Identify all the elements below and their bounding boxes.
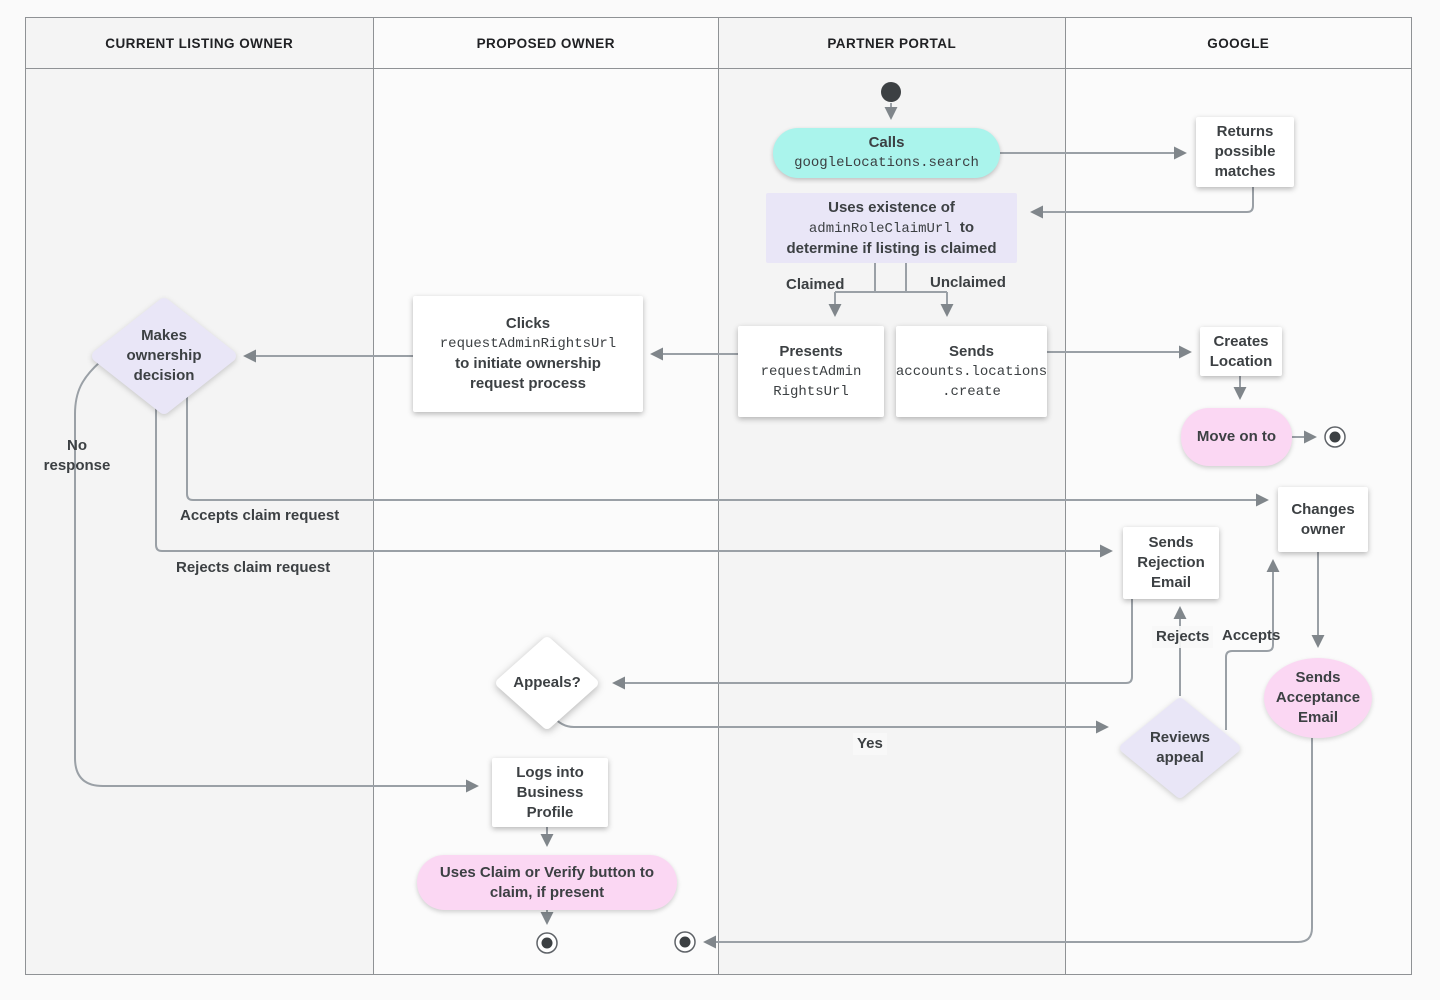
edge-label-no-response: No response [43, 437, 111, 474]
node-move-on-to: Move on to [1181, 408, 1292, 466]
node-clicks-code: requestAdminRightsUrl [439, 336, 617, 352]
node-sends-create-code2: .create [942, 383, 1001, 400]
node-uses-existence-line2: adminRoleClaimUrl to [809, 218, 974, 239]
edge-label-claimed: Claimed [786, 276, 845, 293]
node-sends-rejection-email: Sends Rejection Email [1123, 527, 1219, 599]
node-clicks-title: Clicks [505, 315, 551, 332]
lane-header-current-listing-owner: CURRENT LISTING OWNER [26, 18, 373, 69]
node-logs-into-label: Logs into Business Profile [516, 763, 584, 821]
edge-label-rejects-claim-request: Rejects claim request [176, 559, 331, 576]
node-returns-possible-matches: Returns possible matches [1196, 117, 1294, 187]
node-changes-owner-label: Changes owner [1291, 500, 1355, 538]
edge-label-accepts-claim-request: Accepts claim request [180, 507, 340, 524]
node-sends-acceptance-email: Sends Acceptance Email [1264, 658, 1372, 738]
lane-body-proposed-owner [373, 69, 718, 974]
node-presents-request-admin-rights-url: Presents requestAdmin RightsUrl [738, 326, 884, 417]
node-uses-existence-line3: determine if listing is claimed [786, 239, 997, 257]
edge-label-unclaimed: Unclaimed [930, 274, 1006, 291]
node-logs-into-business-profile: Logs into Business Profile [492, 758, 608, 827]
node-move-on-label: Move on to [1196, 428, 1277, 445]
node-uses-existence: Uses existence of adminRoleClaimUrl to d… [766, 193, 1017, 263]
node-uses-existence-line1: Uses existence of [828, 198, 955, 216]
node-uses-existence-line2-suffix: to [959, 218, 975, 236]
node-changes-owner: Changes owner [1278, 487, 1368, 552]
node-clicks-line3: to initiate ownership [455, 355, 601, 372]
lane-current-listing-owner: CURRENT LISTING OWNER [26, 18, 374, 974]
node-calls-google-locations-search: Calls googleLocations.search [773, 128, 1000, 178]
node-uses-claim-or-verify: Uses Claim or Verify button to claim, if… [417, 855, 677, 910]
node-creates-location: Creates Location [1200, 327, 1282, 376]
node-sends-rejection-label: Sends Rejection Email [1137, 534, 1205, 591]
node-sends-create-title: Sends [948, 342, 994, 360]
edge-label-yes: Yes [853, 733, 887, 755]
node-returns-label: Returns possible matches [1214, 123, 1276, 180]
lane-header-google: GOOGLE [1065, 18, 1411, 69]
node-sends-create-code1: accounts.locations [895, 363, 1048, 380]
node-calls-title: Calls [868, 134, 905, 151]
appeals-label: Appeals? [513, 674, 581, 691]
node-uses-existence-code: adminRoleClaimUrl [808, 220, 952, 237]
node-presents-title: Presents [779, 342, 843, 360]
reviews-appeal-label: Reviews appeal [1149, 729, 1211, 766]
edge-label-accepts: Accepts [1222, 627, 1281, 644]
lane-header-proposed-owner: PROPOSED OWNER [373, 18, 718, 69]
node-clicks-request-admin-rights-url: Clicks requestAdminRightsUrl to initiate… [413, 296, 643, 412]
lane-proposed-owner: PROPOSED OWNER [373, 18, 719, 974]
edge-label-rejects: Rejects [1152, 626, 1214, 648]
lane-header-partner-portal: PARTNER PORTAL [719, 18, 1065, 69]
node-creates-location-label: Creates Location [1209, 332, 1273, 370]
makes-ownership-decision-label: Makes ownership decision [126, 327, 202, 384]
node-presents-code1: requestAdmin [760, 363, 862, 380]
node-uses-claim-label: Uses Claim or Verify button to claim, if… [439, 863, 655, 901]
node-sends-acceptance-label: Sends Acceptance Email [1275, 669, 1361, 726]
node-presents-code2: RightsUrl [773, 383, 849, 400]
node-sends-accounts-locations-create: Sends accounts.locations .create [896, 326, 1047, 417]
node-clicks-line4: request process [470, 375, 586, 392]
node-calls-code: googleLocations.search [794, 155, 979, 171]
